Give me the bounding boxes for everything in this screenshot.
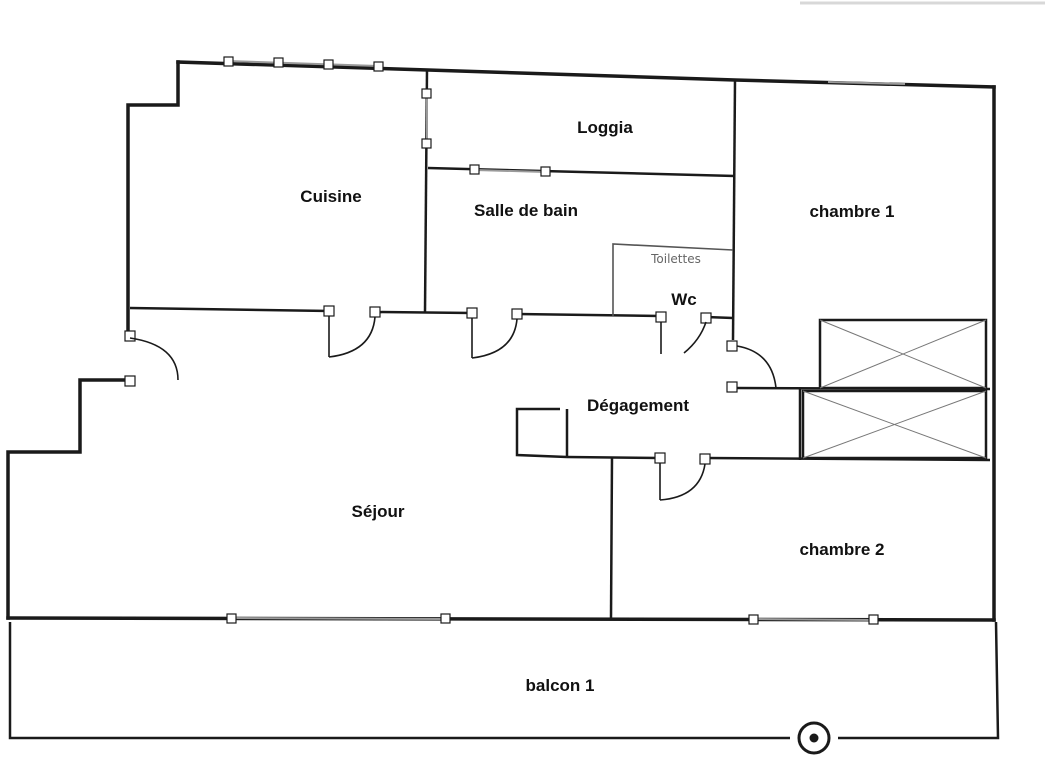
label-wc: Wc <box>671 290 697 309</box>
cuisine-left-wall <box>126 60 180 340</box>
balcony-rail-left <box>8 622 790 740</box>
door-cuisine[interactable] <box>323 305 381 358</box>
balcony <box>8 621 1000 755</box>
balcony-rail-right <box>838 621 1000 740</box>
wall-chambre2-left <box>609 456 614 619</box>
windows <box>223 56 906 625</box>
doors <box>124 305 777 501</box>
label-balcon-1: balcon 1 <box>526 676 595 695</box>
sejour-left-wall <box>6 378 132 620</box>
label-salle-de-bain: Salle de bain <box>474 201 578 220</box>
window-cuisine <box>227 60 379 67</box>
door-chambre-2[interactable] <box>654 452 711 501</box>
window-chambre1 <box>827 81 906 85</box>
wall-corridor-top-2 <box>374 310 473 315</box>
window-sejour <box>231 617 447 620</box>
wall-closet <box>515 407 568 459</box>
label-cuisine: Cuisine <box>300 187 361 206</box>
door-wc[interactable] <box>655 311 712 354</box>
label-degagement: Dégagement <box>587 396 689 415</box>
wall-corridor-top-3 <box>516 312 661 318</box>
label-sejour: Séjour <box>352 502 405 521</box>
window-chambre2 <box>753 618 875 621</box>
wall-corridor-top-1 <box>129 306 331 313</box>
technical-shafts <box>801 318 988 460</box>
label-loggia: Loggia <box>577 118 633 137</box>
door-chambre-1[interactable] <box>726 340 777 393</box>
label-chambre-2: chambre 2 <box>799 540 884 559</box>
label-toilettes: Toilettes <box>650 252 701 266</box>
wall-chambre1-left <box>731 79 737 341</box>
wall-toilettes <box>612 243 734 316</box>
circle-dot-icon <box>797 721 831 755</box>
label-chambre-1: chambre 1 <box>809 202 894 221</box>
wall-chambre2-top-1 <box>566 455 661 460</box>
door-salle-de-bain[interactable] <box>466 307 523 359</box>
window-bath <box>474 169 547 173</box>
room-labels: Loggia Cuisine Salle de bain chambre 1 T… <box>300 118 894 695</box>
door-entrance[interactable] <box>124 330 179 387</box>
